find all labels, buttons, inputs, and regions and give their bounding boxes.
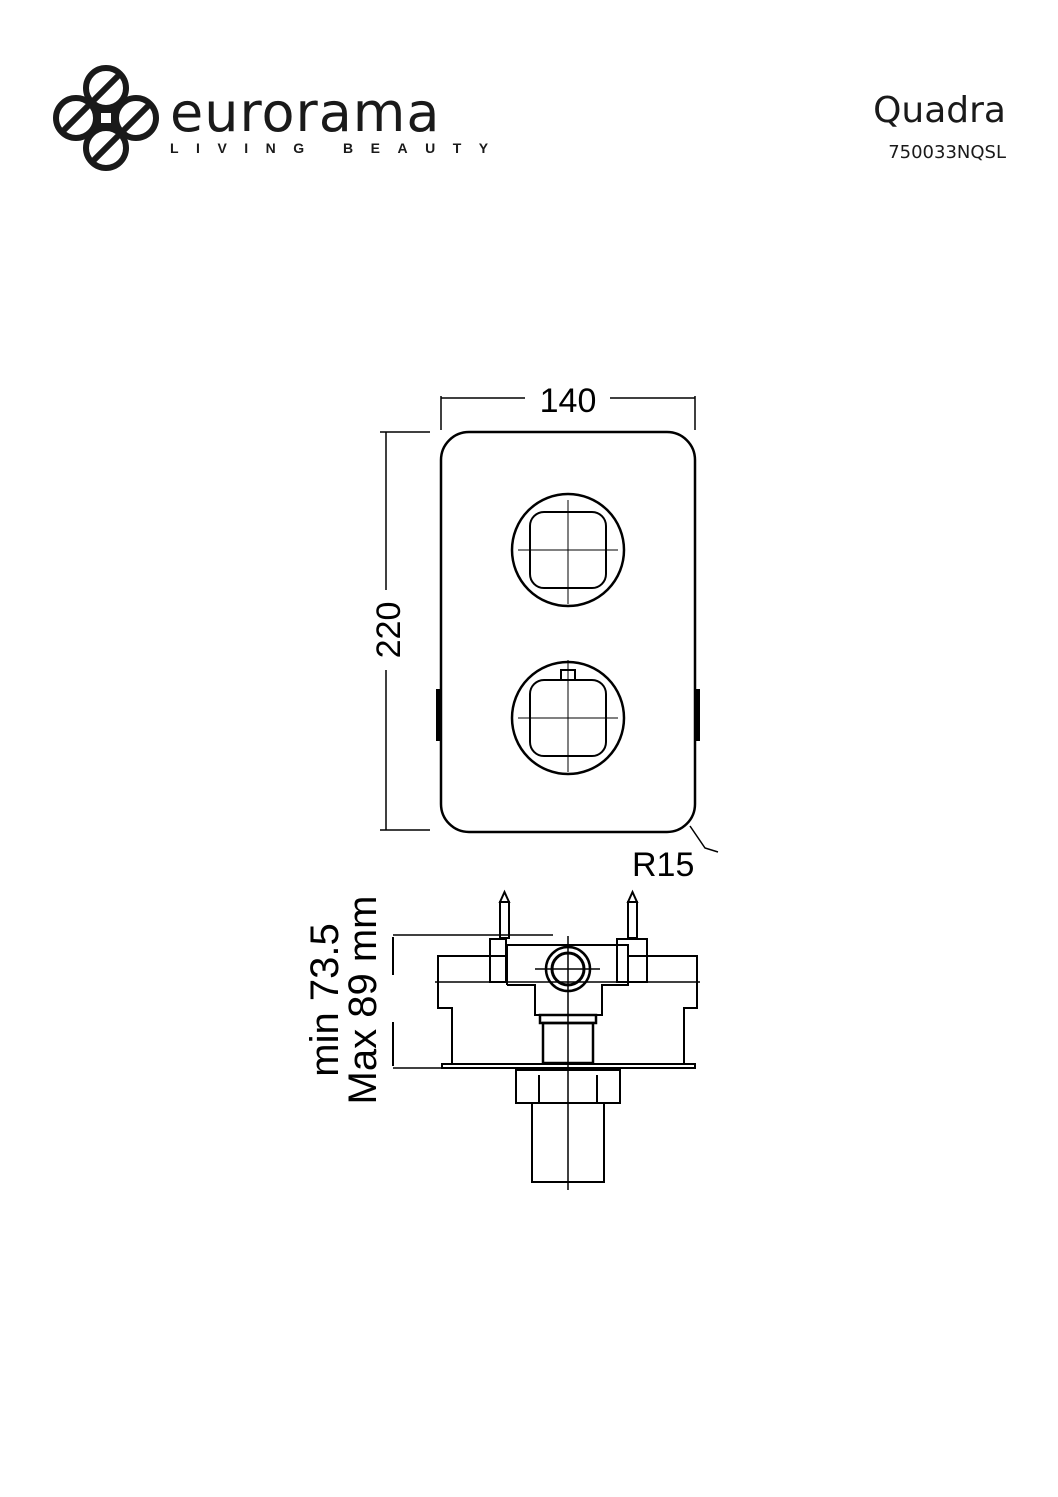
side-view xyxy=(392,889,700,1190)
eurorama-logo-icon xyxy=(53,65,159,171)
product-code: 750033NQSL xyxy=(888,142,1006,163)
height-dimension: 220 xyxy=(370,602,408,659)
knob-bottom xyxy=(510,660,626,776)
brand-tagline: LIVING BEAUTY xyxy=(170,140,506,156)
depth-max-dimension: Max 89 mm xyxy=(341,896,385,1105)
radius-dimension: R15 xyxy=(632,846,694,884)
product-name: Quadra xyxy=(873,90,1006,131)
front-view xyxy=(380,396,719,853)
mounting-pin-right xyxy=(616,889,648,983)
depth-min-dimension: min 73.5 xyxy=(303,923,347,1076)
brand-name: eurorama xyxy=(170,81,441,144)
knob-top xyxy=(510,492,626,608)
mounting-pin-left xyxy=(489,889,511,983)
width-dimension: 140 xyxy=(540,382,597,420)
